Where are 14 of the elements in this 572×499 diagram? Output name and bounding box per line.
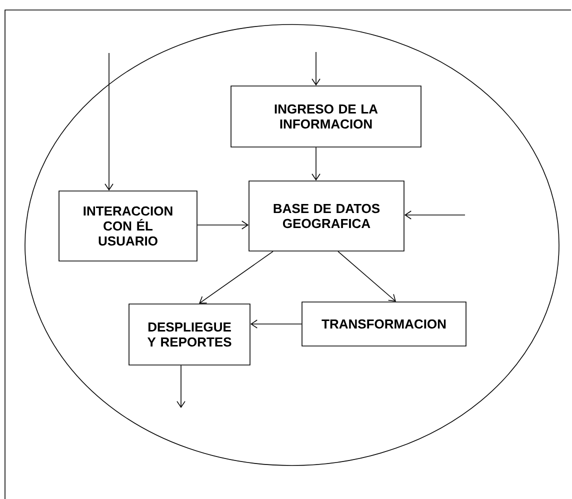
arrow [104, 52, 114, 191]
arrow [312, 52, 320, 86]
process-box: INTERACCION CON ÉL USUARIO [58, 190, 198, 262]
process-box: BASE DE DATOS GEOGRAFICA [248, 180, 404, 252]
arrow [250, 320, 302, 328]
process-box: DESPLIEGUE Y REPORTES [128, 304, 250, 366]
arrow [404, 210, 466, 220]
arrow [312, 147, 320, 181]
arrow [338, 251, 396, 302]
arrow [199, 251, 274, 304]
process-box: TRANSFORMACION [302, 302, 466, 346]
process-box: INGRESO DE LA INFORMACION [230, 86, 422, 148]
arrow [176, 365, 186, 408]
arrow [197, 220, 249, 230]
